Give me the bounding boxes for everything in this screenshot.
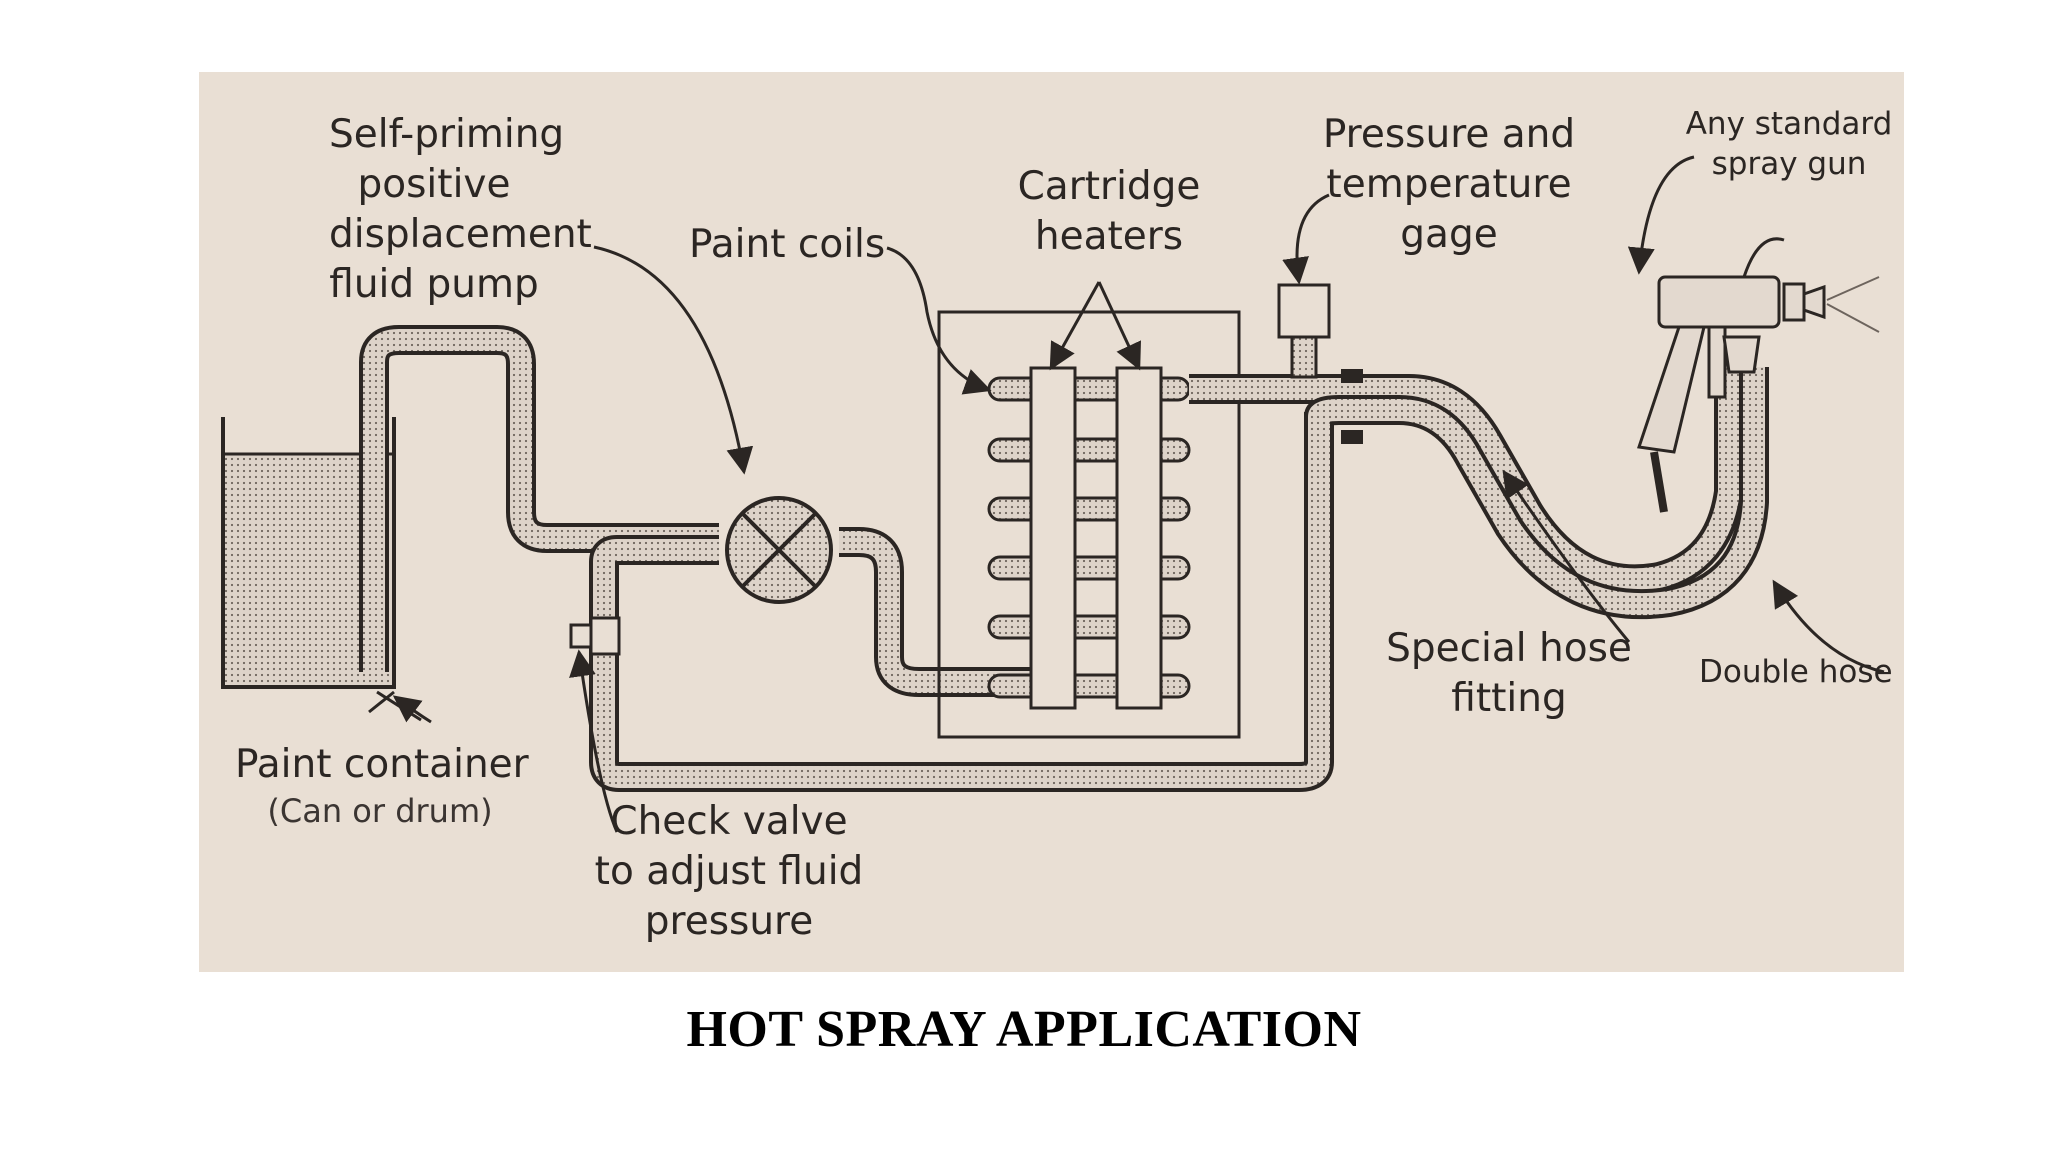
label-gage-line1: Pressure and bbox=[1322, 112, 1576, 157]
label-gun-line1: Any standard bbox=[1685, 106, 1893, 142]
figure-caption: HOT SPRAY APPLICATION bbox=[686, 1001, 1362, 1058]
label-pump: Self-priming positive displacement fluid… bbox=[329, 110, 592, 310]
label-hose-fitting: Special hose fitting bbox=[1384, 624, 1634, 724]
label-pump-line3: displacement bbox=[329, 212, 592, 257]
label-valve-line2: to adjust fluid bbox=[594, 849, 864, 894]
hose-fitting bbox=[1341, 369, 1363, 444]
label-gage: Pressure and temperature gage bbox=[1319, 110, 1579, 260]
heater-box bbox=[937, 310, 1241, 739]
label-gage-line3: gage bbox=[1400, 212, 1498, 257]
pump-to-coil-pipe bbox=[839, 527, 1039, 697]
label-check-valve: Check valve to adjust fluid pressure bbox=[594, 797, 864, 947]
label-valve-line1: Check valve bbox=[610, 799, 848, 844]
label-pump-line4: fluid pump bbox=[329, 262, 539, 307]
label-heaters-line2: heaters bbox=[1034, 214, 1184, 259]
label-paint-container: Paint container (Can or drum) bbox=[235, 740, 529, 832]
check-valve bbox=[569, 616, 621, 656]
diagram-figure: Self-priming positive displacement fluid… bbox=[199, 72, 1904, 972]
outlet-pipe bbox=[1189, 362, 1769, 620]
label-container-line2: (Can or drum) bbox=[267, 792, 493, 830]
label-paint-coils: Paint coils bbox=[689, 222, 886, 267]
return-pipe bbox=[589, 412, 1334, 792]
label-gun-line2: spray gun bbox=[1711, 146, 1867, 182]
label-spray-gun: Any standard spray gun bbox=[1679, 104, 1899, 184]
label-fitting-line2: fitting bbox=[1451, 676, 1567, 721]
label-container-line1: Paint container bbox=[235, 742, 529, 787]
label-heaters-line1: Cartridge bbox=[1017, 164, 1201, 209]
fluid-pump bbox=[725, 496, 833, 604]
spray-gun bbox=[1637, 237, 1826, 513]
pressure-gage bbox=[1277, 283, 1331, 379]
label-pump-line2: positive bbox=[357, 162, 511, 207]
diagram-drawing bbox=[221, 155, 1885, 833]
leader-arrows bbox=[368, 155, 1885, 833]
label-pump-line1: Self-priming bbox=[329, 112, 565, 157]
label-cartridge-heaters: Cartridge heaters bbox=[1009, 162, 1209, 262]
label-gage-line2: temperature bbox=[1326, 162, 1572, 207]
label-double-hose: Double hose bbox=[1699, 654, 1893, 690]
label-fitting-line1: Special hose bbox=[1386, 626, 1632, 671]
spray-pattern bbox=[1826, 276, 1880, 333]
label-valve-line3: pressure bbox=[644, 899, 814, 944]
cartridge-heaters bbox=[1029, 366, 1163, 710]
supply-pipe bbox=[359, 325, 719, 672]
